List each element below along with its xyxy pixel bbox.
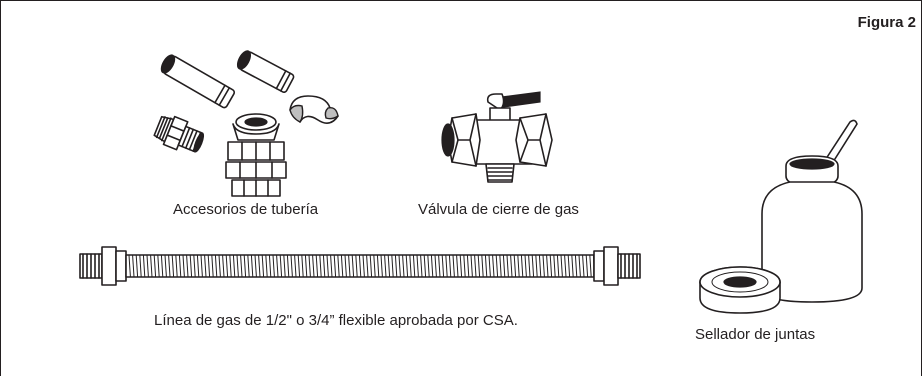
pipe-union bbox=[225, 113, 287, 197]
flex-line-caption: Línea de gas de 1/2" o 3/4” flexible apr… bbox=[154, 312, 518, 329]
figure-label: Figura 2 bbox=[857, 14, 916, 31]
pipe-elbow bbox=[289, 95, 339, 124]
pipe-nipple-left bbox=[160, 54, 236, 109]
hex-nipple bbox=[153, 115, 205, 153]
hose-corrugations bbox=[128, 254, 596, 278]
pipe-fittings-caption: Accesorios de tubería bbox=[173, 201, 319, 218]
gas-valve-caption: Válvula de cierre de gas bbox=[418, 201, 579, 218]
sealant-caption: Sellador de juntas bbox=[695, 326, 816, 343]
pipe-nipple-right bbox=[236, 50, 295, 93]
